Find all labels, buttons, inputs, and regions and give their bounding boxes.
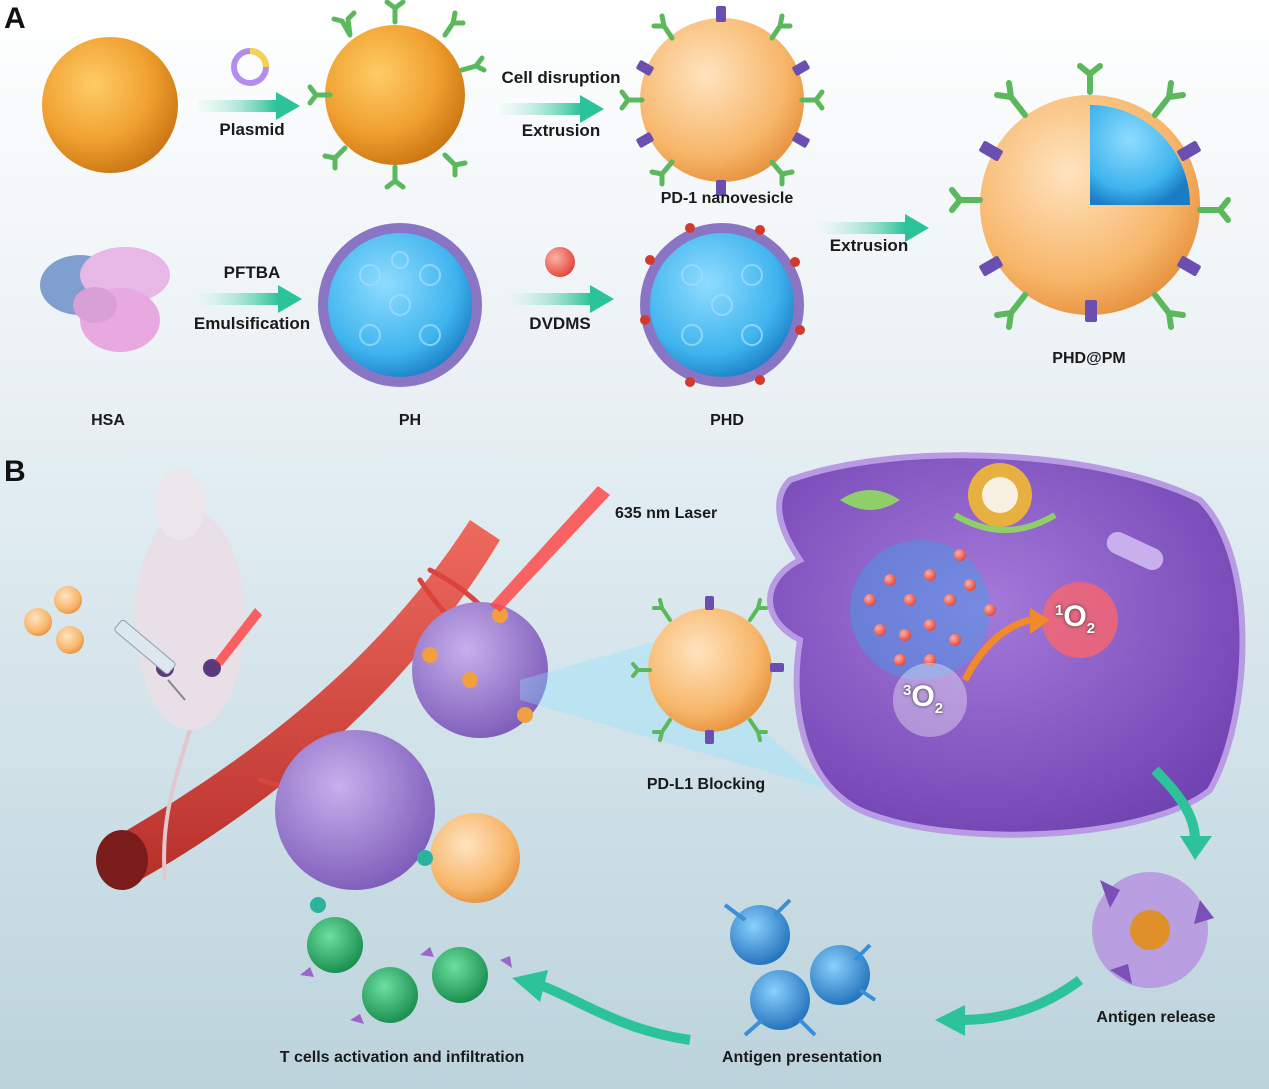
arrow-extrusion-2-head: [905, 214, 929, 242]
label-emulsification: Emulsification: [193, 314, 311, 333]
triplet-oxygen-sub: 2: [934, 700, 944, 717]
tumor-upper: [412, 602, 548, 738]
arrow-plasmid-head: [276, 92, 300, 120]
panel-a-letter: A: [4, 2, 26, 35]
phd-pm-near-tumor-icon: [417, 813, 520, 903]
label-pd1-nanovesicle: PD-1 nanovesicle: [660, 190, 794, 207]
laser-beam-main: [490, 486, 610, 612]
phd-pm-particle-icon: [949, 63, 1231, 330]
label-antigen-release: Antigen release: [1096, 1009, 1216, 1026]
arrow-release-to-presentation: [959, 975, 1083, 1025]
label-antigen-presentation: Antigen presentation: [721, 1049, 883, 1066]
photosensitizer-dots: [864, 549, 996, 666]
cell-organelles: [840, 463, 1164, 571]
tumor-nanoparticles: [422, 607, 533, 723]
hsa-protein-icon: [40, 247, 170, 352]
t-cells: [300, 917, 512, 1024]
label-cell-disruption: Cell disruption: [501, 68, 621, 87]
arrow-dvdms-head: [590, 285, 614, 313]
singlet-oxygen-sub: 2: [1086, 620, 1096, 637]
oxygen-conversion-arrow-head: [1030, 608, 1050, 634]
dvdms-dot-icon: [545, 247, 575, 277]
syringe-icon: [114, 619, 186, 701]
arrow-cell-to-release-head: [1180, 836, 1212, 860]
dendritic-cells: [723, 898, 877, 1037]
arrow-extrusion-1-head: [580, 95, 604, 123]
arrow-emulsification-head: [278, 285, 302, 313]
cell-icon: [42, 37, 178, 173]
arrow-extrusion-2: [820, 222, 905, 234]
phd-pm-binding-icon: [631, 596, 784, 744]
vessel-opening: [96, 830, 148, 890]
tumor-attached-particle: [310, 897, 326, 913]
label-dvdms: DVDMS: [529, 314, 591, 333]
label-phd: PHD: [710, 412, 744, 429]
ph-particle-icon: [318, 223, 482, 387]
pd1-nanovesicle-icon: [619, 6, 825, 196]
triplet-oxygen-pre: 3: [903, 682, 912, 699]
arrow-dvdms: [510, 293, 590, 305]
label-phd-pm: PHD@PM: [1052, 350, 1126, 367]
arrow-release-to-presentation-head: [935, 1005, 965, 1036]
arrow-emulsification: [198, 293, 278, 305]
label-triplet-oxygen: 3O2: [903, 680, 943, 717]
arrow-presentation-to-tcells: [538, 980, 691, 1045]
singlet-oxygen-base: O: [1063, 600, 1087, 633]
tumor-lower: [275, 730, 435, 890]
label-singlet-oxygen: 1O2: [1055, 600, 1095, 637]
label-extrusion-2: Extrusion: [829, 236, 909, 255]
label-pftba: PFTBA: [223, 263, 281, 282]
pd1-cell-icon: [307, 0, 487, 190]
singlet-oxygen-bubble: [1042, 582, 1118, 658]
label-ph: PH: [398, 412, 422, 429]
label-hsa: HSA: [91, 412, 125, 429]
arrow-plasmid: [198, 100, 276, 112]
arrow-presentation-to-tcells-head: [512, 970, 548, 1002]
oxygen-conversion-arrow: [961, 616, 1031, 682]
phd-particle-icon: [640, 223, 805, 387]
antigen-release-fragments: [1092, 872, 1214, 988]
label-laser: 635 nm Laser: [615, 505, 718, 522]
laser-beam-mouse: [215, 608, 262, 666]
triplet-oxygen-bubble: [893, 663, 967, 737]
blood-vessel: [110, 520, 500, 880]
cell-nucleus: [850, 540, 990, 680]
label-pdl1-blocking: PD-L1 Blocking: [646, 776, 766, 793]
label-extrusion-1: Extrusion: [521, 121, 601, 140]
injected-nanoparticles: [24, 586, 84, 654]
triplet-oxygen-base: O: [911, 680, 935, 713]
label-plasmid: Plasmid: [219, 120, 285, 139]
arrow-cell-to-release: [1151, 766, 1200, 841]
mouse-icon: [135, 470, 245, 881]
singlet-oxygen-pre: 1: [1055, 602, 1064, 619]
label-t-cells: T cells activation and infiltration: [279, 1049, 525, 1066]
plasmid-highlight: [249, 48, 269, 68]
arrow-extrusion-1: [500, 103, 580, 115]
panel-b-letter: B: [4, 455, 26, 488]
